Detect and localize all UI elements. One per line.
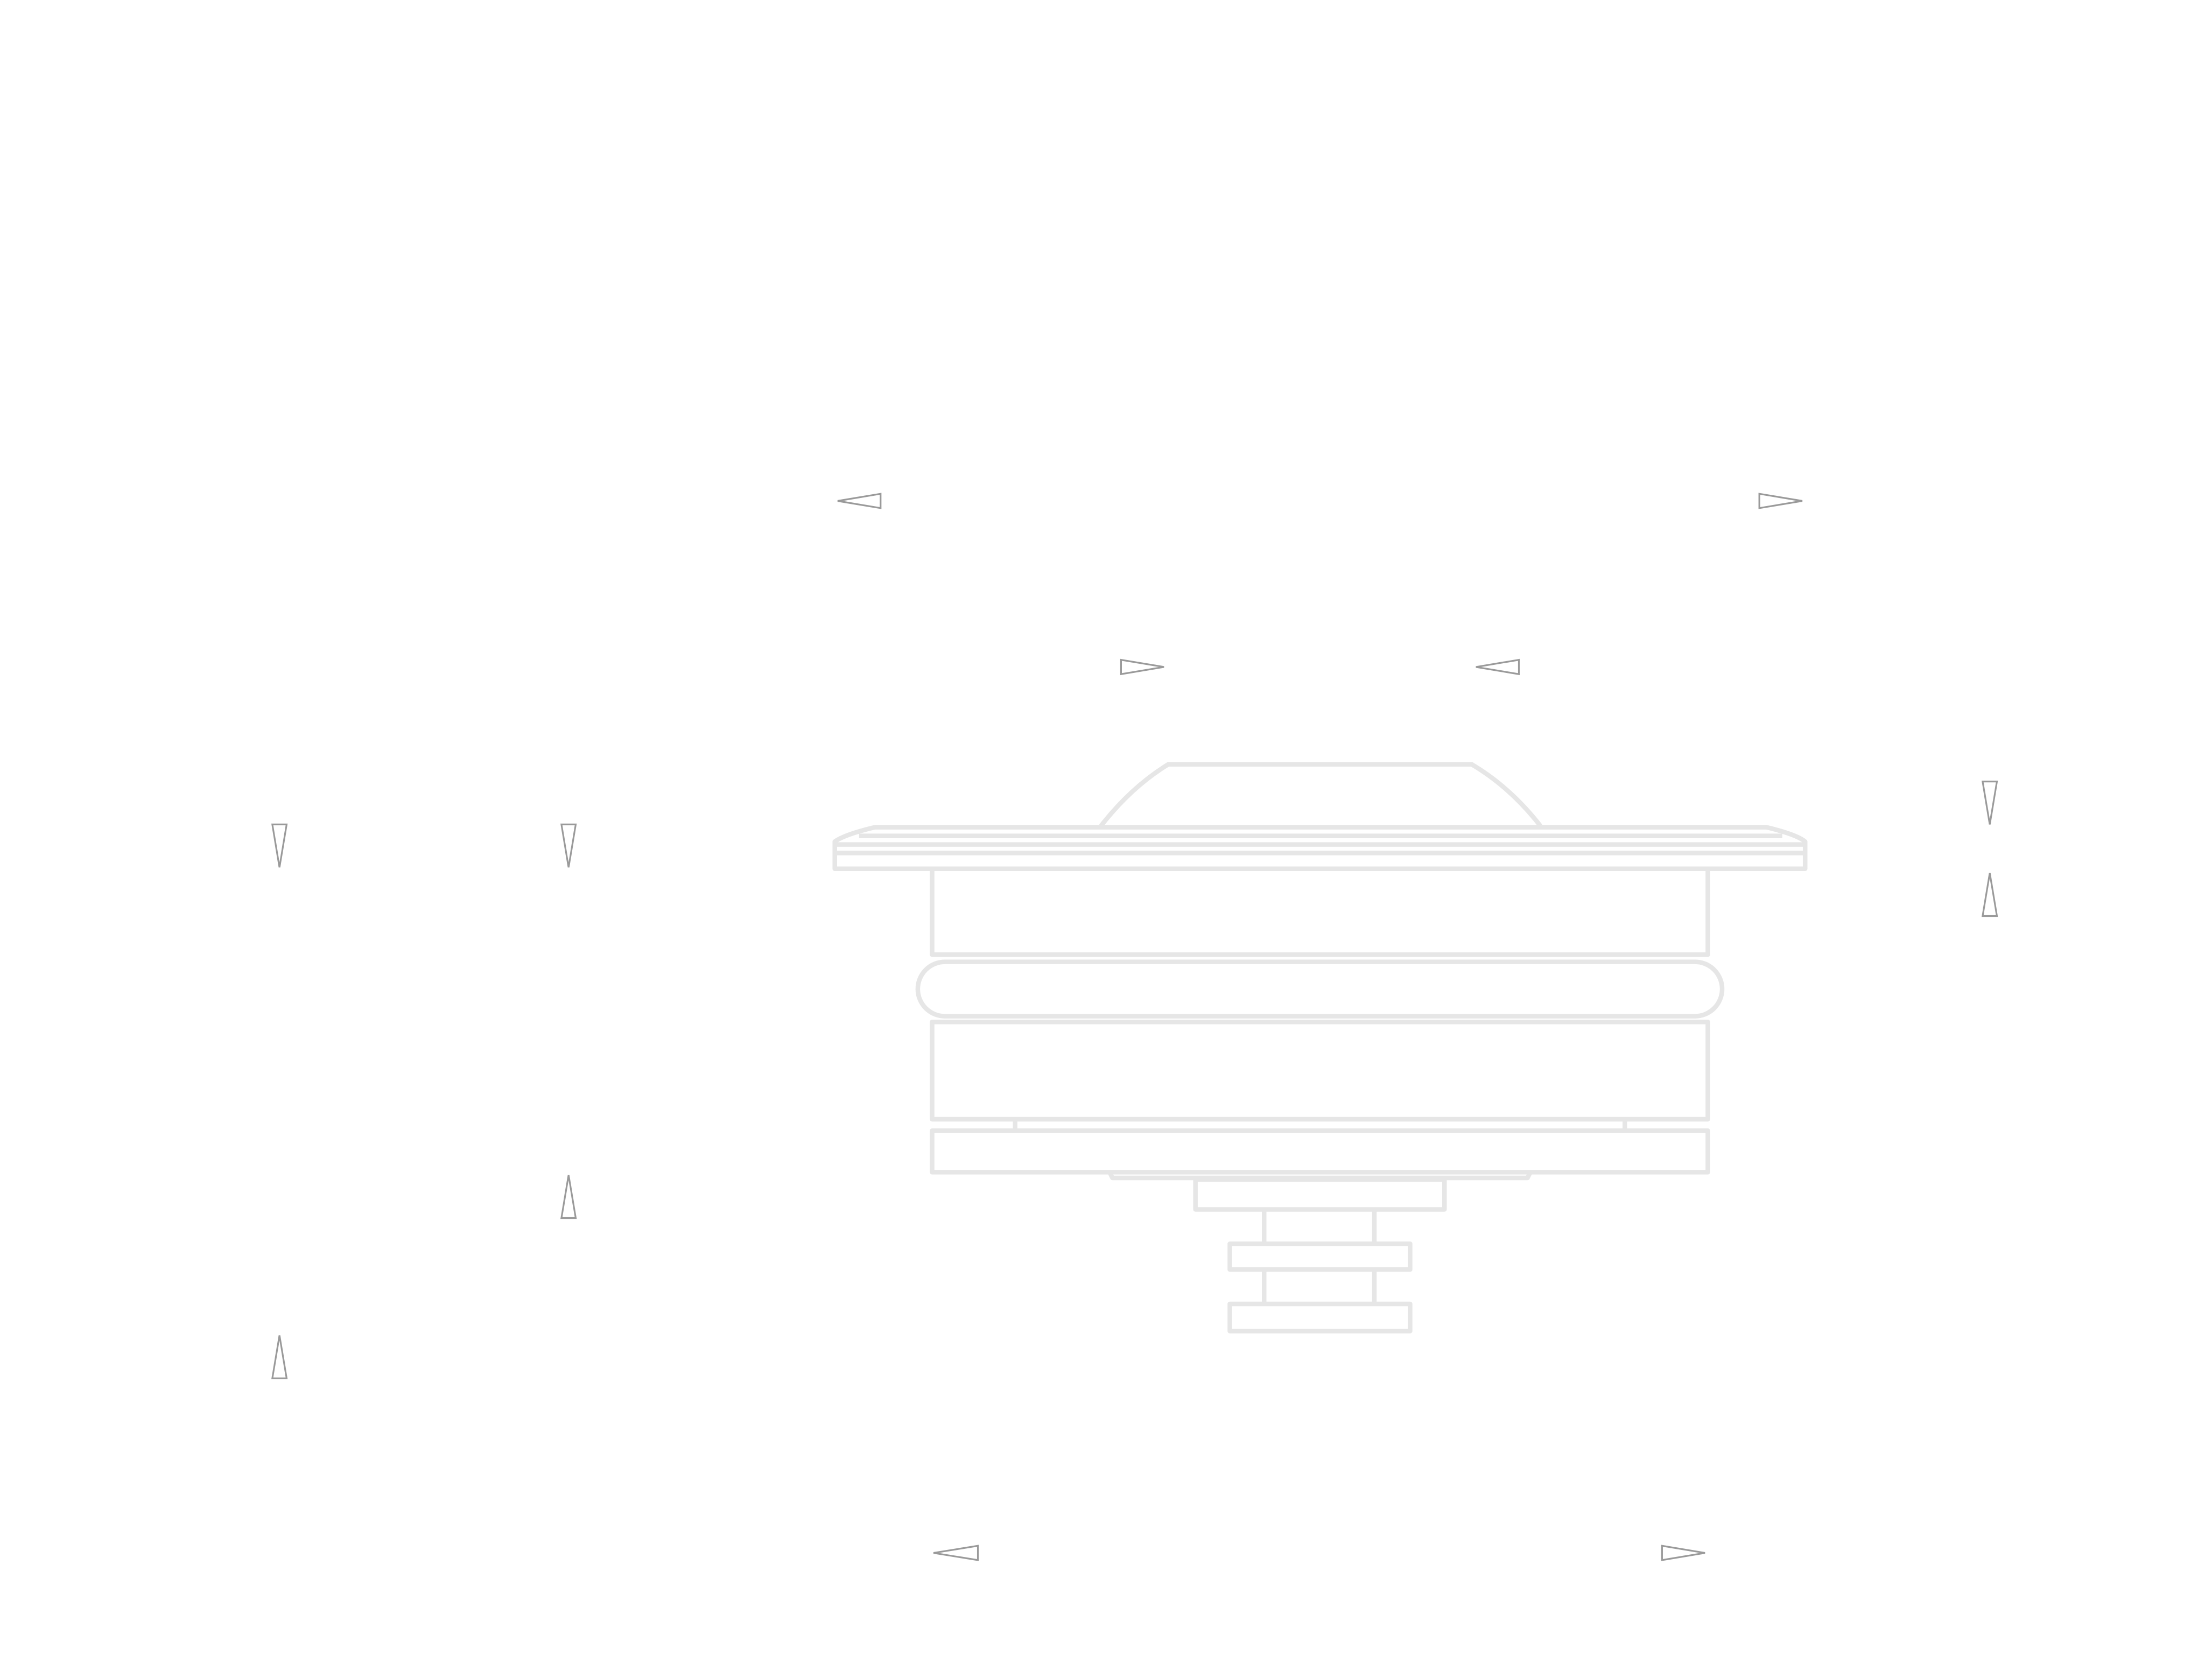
base-plate xyxy=(930,1128,1710,1175)
lower-body xyxy=(930,1019,1710,1122)
dimension-arrowhead-up-icon xyxy=(1982,873,1998,917)
dimension-arrowhead-left-icon xyxy=(837,493,882,509)
flange xyxy=(832,842,1808,872)
seal-ring xyxy=(915,959,1725,1019)
stem-disc-lower xyxy=(1227,1301,1413,1334)
dimension-arrowhead-right-icon xyxy=(1120,658,1164,676)
stem-block xyxy=(1193,1177,1447,1212)
dimension-arrowhead-left-icon xyxy=(1476,658,1520,676)
dimension-arrowhead-right-icon xyxy=(1661,1545,1705,1561)
top-cap xyxy=(1099,762,1542,827)
flange-chamfer xyxy=(832,825,1808,845)
dimension-arrowhead-up-icon xyxy=(271,1335,288,1379)
stem-disc-upper xyxy=(1227,1241,1413,1272)
part-outline xyxy=(832,762,1808,1334)
dimension-arrowhead-right-icon xyxy=(1758,493,1803,509)
dimension-arrowhead-up-icon xyxy=(560,1175,577,1219)
dimension-arrowhead-left-icon xyxy=(933,1545,979,1561)
upper-body xyxy=(930,866,1710,957)
dimension-arrowhead-down-icon xyxy=(560,823,577,868)
dimension-arrowhead-down-icon xyxy=(271,823,288,868)
dimension-arrows xyxy=(271,493,1998,1561)
dimension-arrowhead-down-icon xyxy=(1982,781,1998,825)
